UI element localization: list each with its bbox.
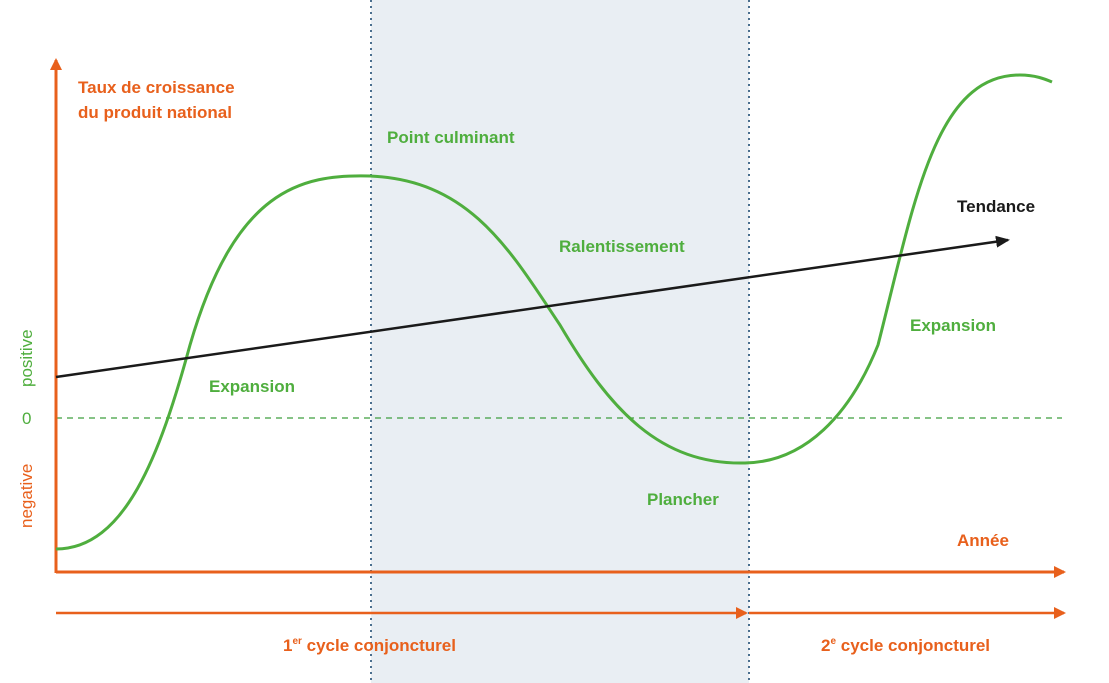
x-axis-title: Année xyxy=(957,531,1009,550)
point-culminant-label: Point culminant xyxy=(387,128,515,147)
y-axis-title-line2: du produit national xyxy=(78,103,232,122)
cycle-shade-region xyxy=(371,0,749,683)
zero-label: 0 xyxy=(22,409,31,428)
positive-label: positive xyxy=(17,329,36,387)
first-cycle-num: 1 xyxy=(283,636,292,655)
trend-line xyxy=(55,235,1010,379)
business-cycle-curve xyxy=(55,73,1053,551)
second-cycle-num: 2 xyxy=(821,636,830,655)
y-axis-title-line1: Taux de croissance xyxy=(78,78,235,97)
second-cycle-label: 2e cycle conjoncturel xyxy=(821,636,990,655)
expansion-label-1: Expansion xyxy=(209,377,295,396)
first-cycle-sup: er xyxy=(292,636,302,647)
first-cycle-label: 1er cycle conjoncturel xyxy=(283,636,456,655)
plancher-label: Plancher xyxy=(647,490,719,509)
first-cycle-rest: cycle conjoncturel xyxy=(302,636,456,655)
second-cycle-sup: e xyxy=(830,636,836,647)
ralentissement-label: Ralentissement xyxy=(559,237,685,256)
second-cycle-rest: cycle conjoncturel xyxy=(836,636,990,655)
negative-label: negative xyxy=(17,464,36,528)
tendance-label: Tendance xyxy=(957,197,1035,216)
expansion-label-2: Expansion xyxy=(910,316,996,335)
